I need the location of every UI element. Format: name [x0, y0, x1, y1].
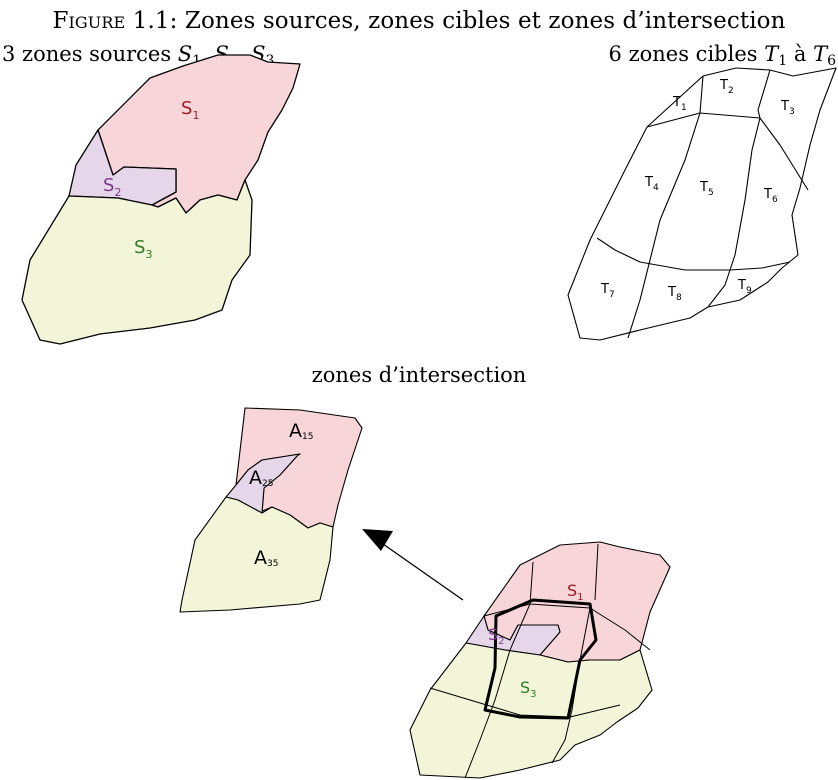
- target-boundary: [699, 75, 704, 114]
- figure-caption: Figure 1.1: Zones sources, zones cibles …: [0, 8, 838, 34]
- s-index: 1: [192, 53, 202, 69]
- overlay-target-boundary: [594, 543, 599, 601]
- t1-label: T1: [672, 95, 687, 113]
- t4-label: T4: [644, 175, 659, 193]
- source-zone-s3: [21, 179, 253, 345]
- overlay-s3-label: S3: [520, 678, 537, 700]
- s2-label: S2: [103, 175, 121, 199]
- overlay-s1-label: S1: [567, 581, 584, 603]
- overlay-s2-label: S2: [488, 625, 505, 647]
- a35-label: A35: [254, 547, 278, 569]
- arrow-icon: [362, 529, 464, 601]
- target-zones-label: 6 zones cibles T1 à T6: [609, 42, 836, 69]
- t-index: 6: [827, 53, 836, 69]
- source-count: 3 zones sources: [2, 42, 172, 66]
- caption-prefix: Figure 1.1:: [52, 8, 178, 34]
- caption-text: Zones sources, zones cibles et zones d’i…: [184, 8, 786, 34]
- intersection-map: A15 A25 A35: [179, 407, 363, 613]
- t-symbol: T: [764, 42, 779, 66]
- target-boundary: [757, 69, 771, 119]
- overlay-target-boundary: [529, 561, 534, 605]
- overlay-s3: [409, 642, 653, 779]
- t5-label: T5: [699, 180, 714, 198]
- t3-label: T3: [780, 99, 795, 117]
- overlay-target-boundary: [429, 687, 621, 718]
- overlay-target-boundary: [464, 603, 531, 779]
- s-symbol: S: [177, 42, 193, 66]
- zone-a35: [179, 496, 334, 613]
- target-map-outline: [567, 67, 837, 341]
- overlay-highlighted-target: [483, 598, 598, 720]
- overlay-map: S1 S2 S3: [409, 541, 671, 779]
- target-boundary: [627, 112, 701, 339]
- target-boundary: [707, 117, 761, 308]
- t-index: 1: [778, 53, 788, 69]
- t8-label: T8: [667, 285, 682, 303]
- target-map: T1 T2 T3 T4 T5 T6 T7 T8 T9: [567, 67, 837, 341]
- t9-label: T9: [737, 278, 752, 296]
- a15-label: A15: [289, 420, 313, 442]
- overlay-target-boundary: [551, 607, 591, 764]
- target-boundary: [596, 237, 791, 271]
- t7-label: T7: [600, 282, 615, 300]
- t2-label: T2: [719, 78, 734, 96]
- target-count: 6 zones cibles: [608, 42, 758, 66]
- joiner: à: [793, 42, 807, 66]
- source-zone-s2: [68, 129, 177, 206]
- s3-label: S3: [134, 237, 152, 261]
- source-map: S1 S2 S3: [21, 54, 301, 345]
- a25-label: A25: [249, 467, 273, 489]
- t6-label: T6: [763, 187, 778, 205]
- s1-label: S1: [181, 98, 199, 122]
- intersection-zones-label: zones d’intersection: [311, 363, 527, 387]
- target-boundary: [646, 112, 809, 191]
- t-symbol: T: [813, 42, 828, 66]
- s-index: 3: [265, 53, 275, 69]
